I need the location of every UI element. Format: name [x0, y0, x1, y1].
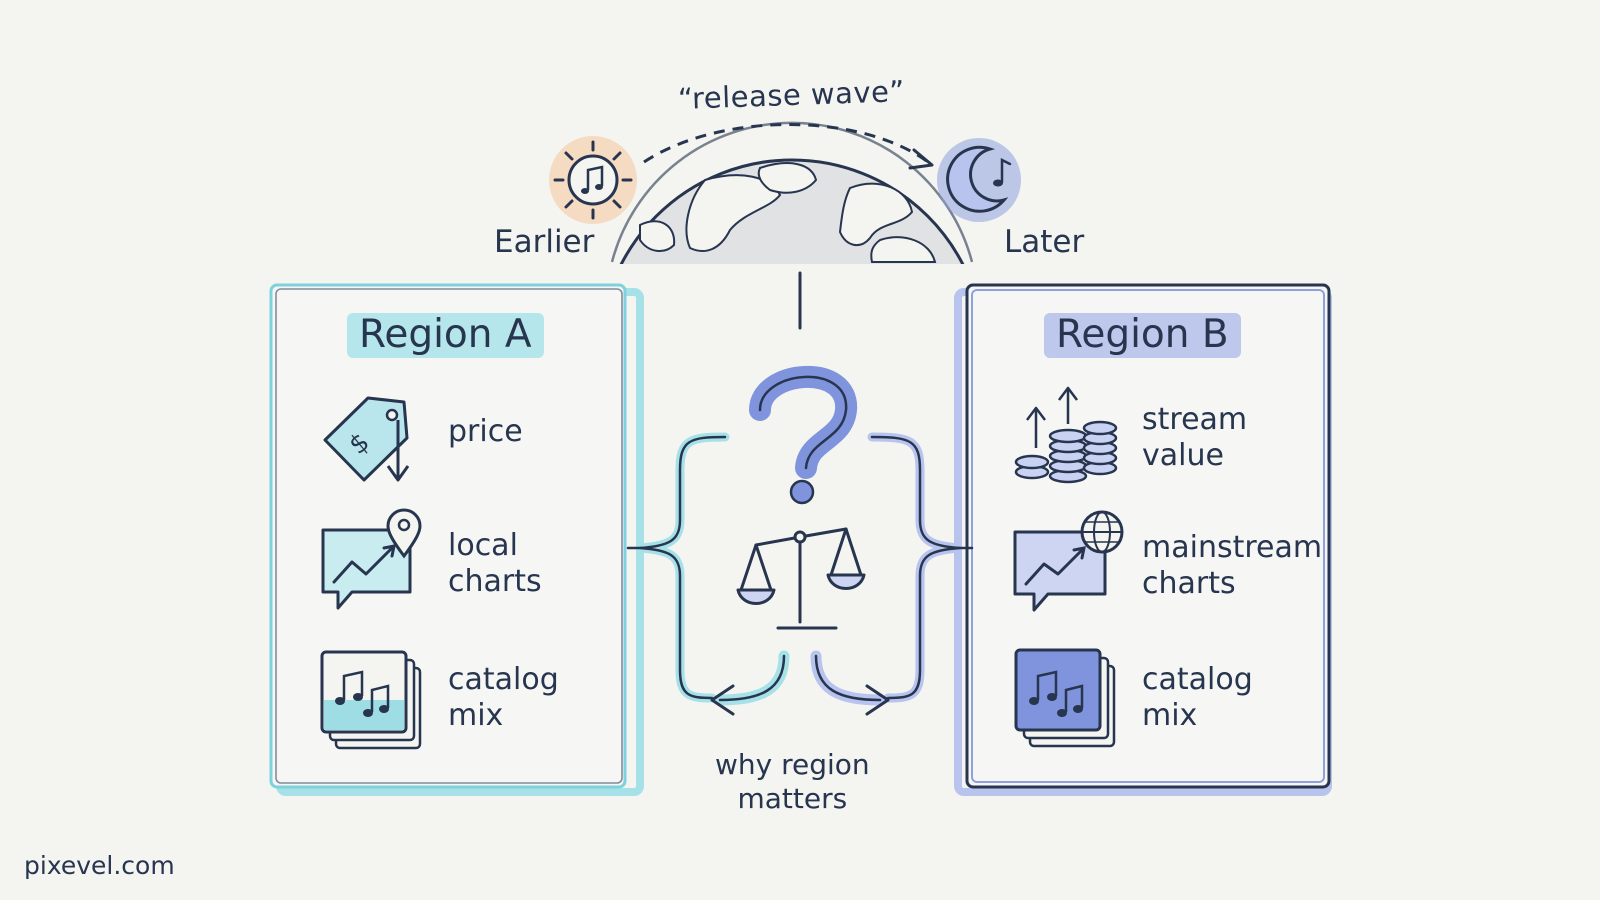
release-wave-label: “release wave” [677, 74, 906, 116]
globe-icon [619, 158, 965, 264]
center-caption: why region matters [715, 748, 870, 815]
right-brace [867, 432, 974, 703]
music-catalog-stack-icon-b [1014, 648, 1116, 748]
left-brace [626, 432, 730, 703]
price-tag-down-icon: $ [323, 396, 410, 482]
region-b-item-catalog-mix: catalog mix [1142, 662, 1253, 733]
diverging-arrows-icon [710, 650, 890, 716]
region-b-title: Region B [1044, 313, 1241, 358]
region-a-item-price: price [448, 414, 523, 449]
footer-watermark: pixevel.com [24, 851, 175, 880]
region-b-item-mainstream-charts: mainstream charts [1142, 530, 1323, 601]
region-b-item-stream-value: stream value [1142, 402, 1248, 473]
question-mark-icon [749, 366, 857, 505]
balance-scale-icon [736, 527, 866, 630]
sun-music-icon [549, 136, 637, 224]
earlier-label: Earlier [494, 224, 595, 260]
later-label: Later [1004, 224, 1085, 260]
music-catalog-stack-icon [320, 650, 422, 750]
region-a-item-local-charts: local charts [448, 528, 542, 599]
global-chart-icon [1013, 510, 1124, 612]
coins-up-arrows-icon [1014, 386, 1118, 484]
moon-music-icon [937, 138, 1021, 222]
local-chart-pin-icon [321, 508, 422, 610]
region-a-item-catalog-mix: catalog mix [448, 662, 559, 733]
region-a-title: Region A [347, 313, 544, 358]
